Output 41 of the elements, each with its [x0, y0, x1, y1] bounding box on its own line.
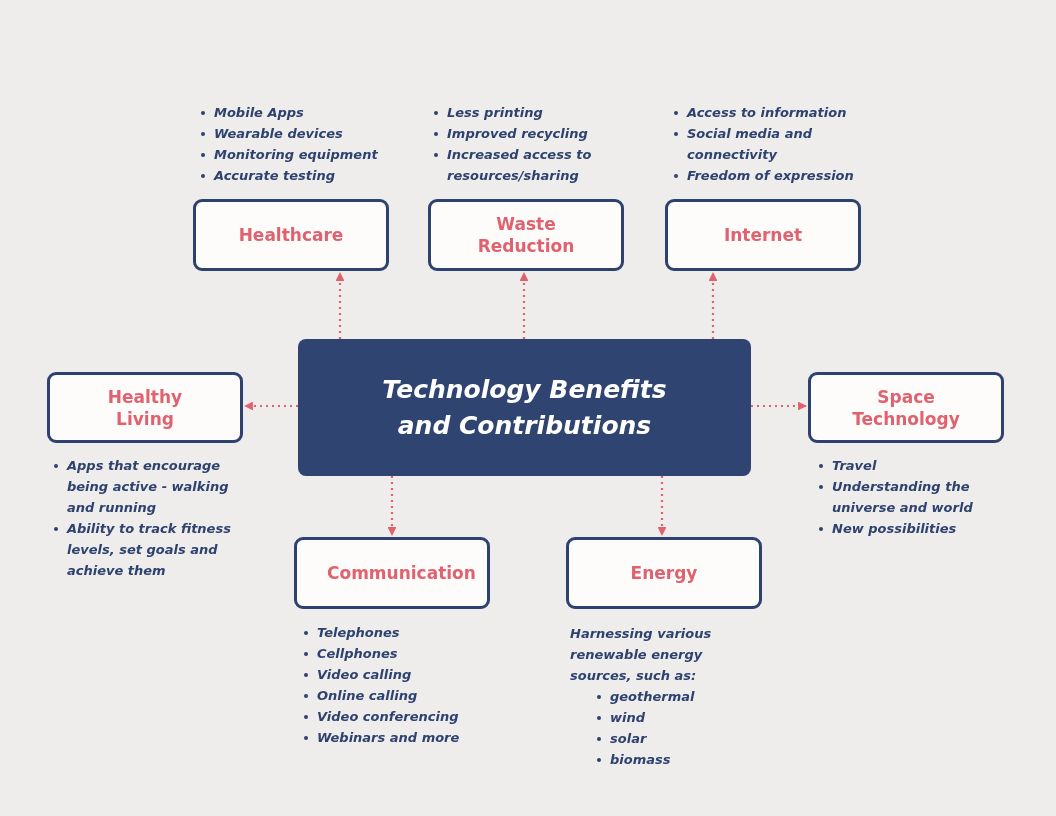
- topic-box: Healthcare: [193, 199, 389, 271]
- bullet-text: wind: [610, 710, 646, 725]
- topic-box: Energy: [566, 537, 762, 609]
- bullet-text: Video calling: [317, 667, 412, 682]
- bullet-text: Travel: [832, 458, 877, 473]
- dotted-arrow: [244, 401, 298, 411]
- topic-box: Space Technology: [808, 372, 1004, 443]
- bullet-text: Online calling: [317, 688, 418, 703]
- dotted-arrow: [387, 476, 397, 536]
- dotted-arrow: [708, 272, 718, 339]
- description-text: Harnessing various renewable energy sources, such as:: [570, 625, 713, 685]
- central-topic-box: Technology Benefits and Contributions: [298, 339, 751, 476]
- bullet-text: Understanding the universe and world: [832, 479, 973, 515]
- bullet-text: Video conferencing: [317, 709, 459, 724]
- bullet-text: Webinars and more: [317, 730, 460, 745]
- bullet-text: Increased access to resources/sharing: [447, 147, 592, 183]
- topic-box: Waste Reduction: [428, 199, 624, 271]
- bullet-text: New possibilities: [832, 521, 957, 536]
- bullet-text: Wearable devices: [214, 126, 343, 141]
- bullet-text: Ability to track fitness levels, set goals and achieve them: [67, 521, 231, 578]
- bullet-text: Freedom of expression: [687, 168, 854, 183]
- dotted-arrow: [751, 401, 807, 411]
- bullet-text: Monitoring equipment: [214, 147, 378, 162]
- bullet-text: Improved recycling: [447, 126, 588, 141]
- dotted-arrow: [335, 272, 345, 339]
- bullet-text: Social media and connectivity: [687, 126, 812, 162]
- bullet-text: Mobile Apps: [214, 105, 304, 120]
- bullet-text: Access to information: [687, 105, 847, 120]
- dotted-arrow: [519, 272, 529, 339]
- topic-box: Healthy Living: [47, 372, 243, 443]
- bullet-text: biomass: [610, 752, 671, 767]
- bullet-text: solar: [610, 731, 647, 746]
- bullet-text: Accurate testing: [214, 168, 336, 183]
- bullet-text: Telephones: [317, 625, 400, 640]
- topic-box: Communication: [294, 537, 490, 609]
- topic-box: Internet: [665, 199, 861, 271]
- dotted-arrow: [657, 476, 667, 536]
- bullet-text: Cellphones: [317, 646, 398, 661]
- bullet-text: Apps that encourage being active - walking and running: [67, 458, 229, 515]
- bullet-text: Less printing: [447, 105, 543, 120]
- bullet-text: geothermal: [610, 689, 695, 704]
